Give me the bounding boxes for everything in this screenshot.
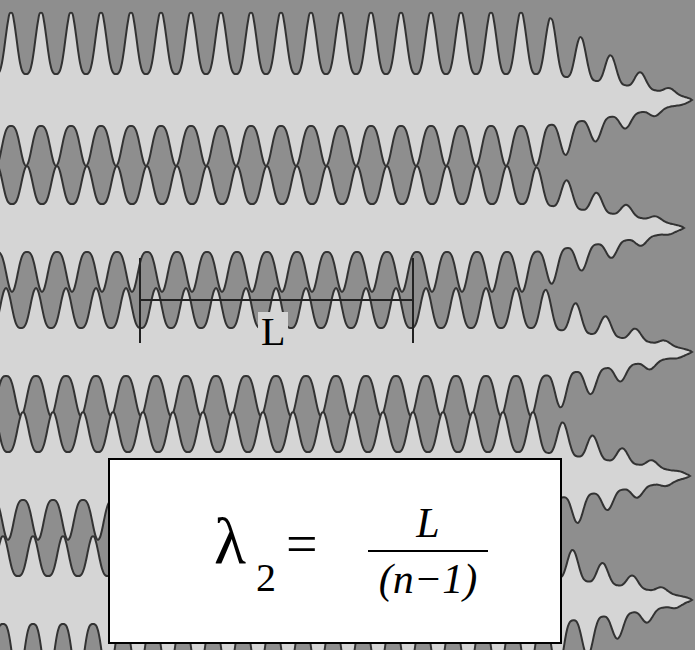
dendrite-group <box>0 13 692 650</box>
dendrite <box>0 288 692 416</box>
dendrite <box>0 166 684 292</box>
dimension-line <box>140 299 413 301</box>
numerator: L <box>416 502 439 544</box>
equals-sign: = <box>286 516 318 572</box>
denominator: (n−1) <box>379 558 477 600</box>
formula-box: λ2= L (n−1) <box>108 458 562 644</box>
dendrite <box>0 13 692 166</box>
subscript: 2 <box>256 558 276 598</box>
dimension-label: L <box>258 312 288 352</box>
fraction-bar <box>368 550 488 552</box>
symbol: λ <box>214 508 246 574</box>
